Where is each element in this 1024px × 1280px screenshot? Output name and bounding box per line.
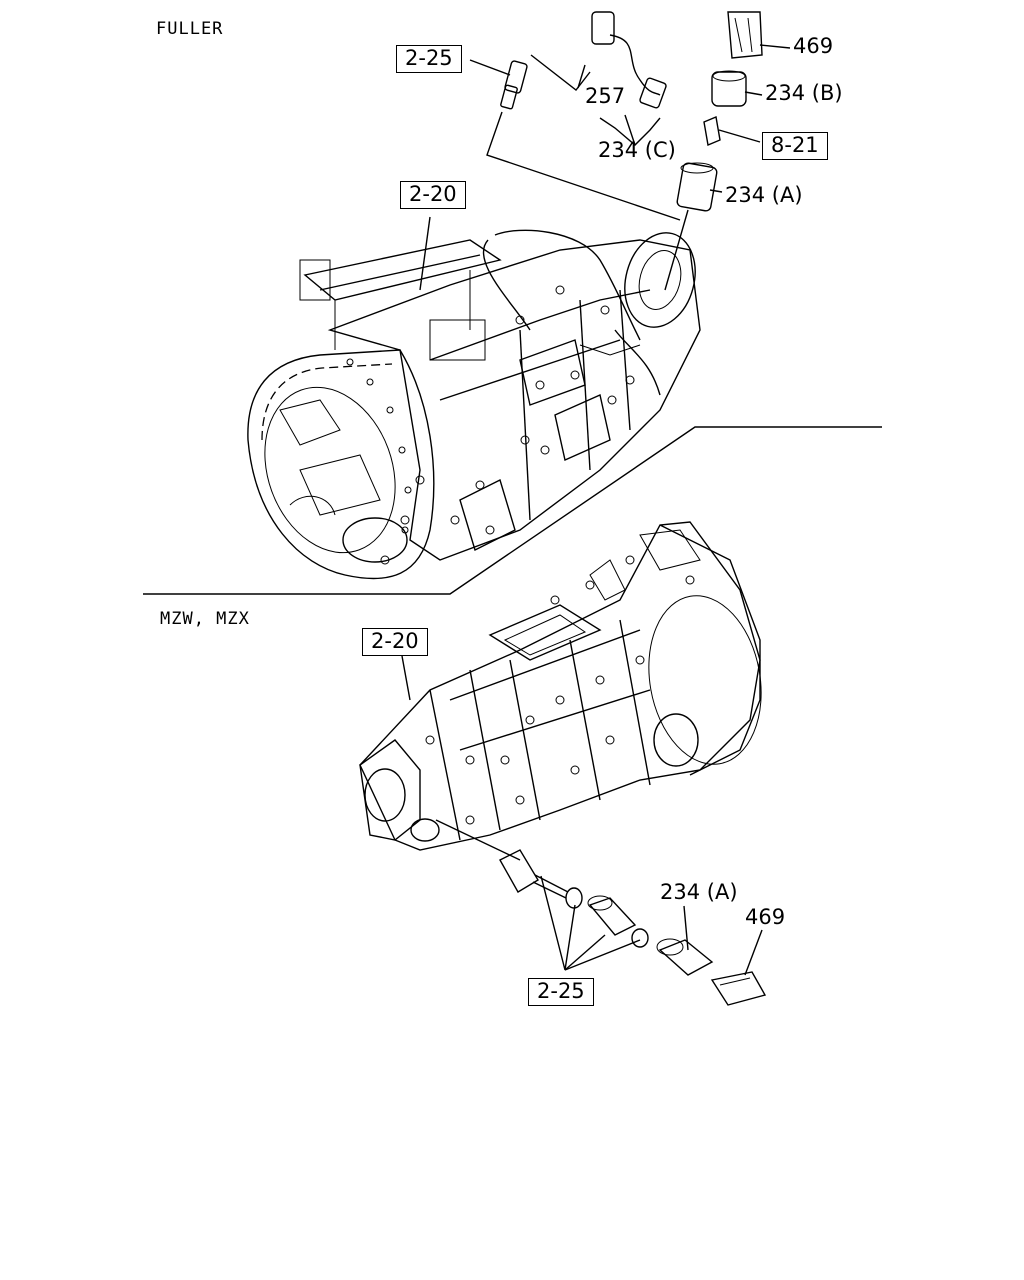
part-label-234a-top: 234 (A) (725, 183, 803, 207)
fuller-transmission-drawing (247, 229, 701, 580)
part-label-257: 257 (585, 84, 626, 108)
part-label-469-bottom: 469 (745, 905, 786, 929)
mzw-leader-lines (401, 655, 763, 976)
section-divider-line (143, 426, 882, 595)
part-label-234b: 234 (B) (765, 81, 843, 105)
ref-box-2-25-top[interactable]: 2-25 (396, 45, 462, 73)
part-label-234c: 234 (C) (598, 138, 676, 162)
ref-box-2-20-top[interactable]: 2-20 (400, 181, 466, 209)
part-label-469-top: 469 (793, 34, 834, 58)
mzw-mzx-transmission-drawing (359, 521, 762, 851)
ref-box-2-25-bottom[interactable]: 2-25 (528, 978, 594, 1006)
ref-box-2-20-bottom[interactable]: 2-20 (362, 628, 428, 656)
section-title-fuller: FULLER (156, 19, 224, 39)
mzw-components (499, 849, 767, 1006)
section-title-mzw-mzx: MZW, MZX (160, 609, 250, 629)
ref-box-8-21[interactable]: 8-21 (762, 132, 828, 160)
fuller-components (500, 11, 763, 212)
fuller-leader-lines (419, 44, 791, 291)
part-label-234a-bottom: 234 (A) (660, 880, 738, 904)
